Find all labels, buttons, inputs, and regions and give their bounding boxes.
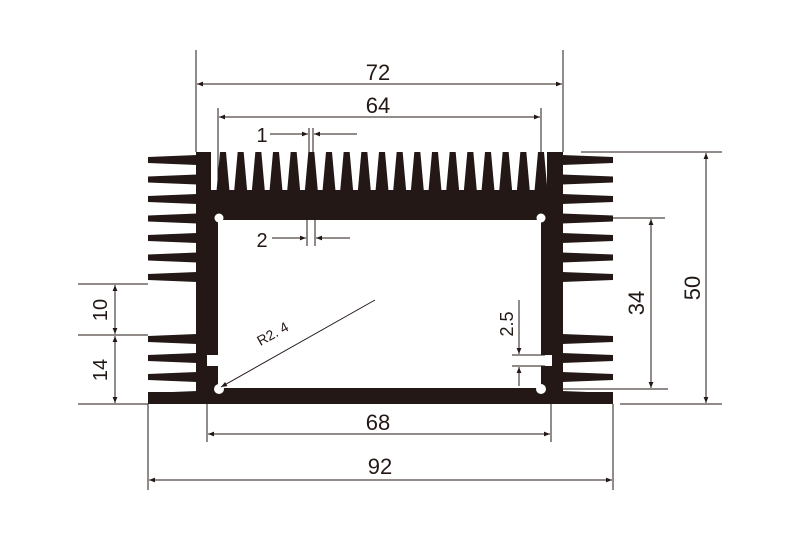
side-fin (562, 353, 613, 363)
side-fin (148, 213, 197, 224)
top-fin (516, 152, 530, 191)
top-fin (269, 152, 283, 191)
top-fin (216, 152, 230, 191)
side-fin (148, 155, 197, 165)
side-fin (148, 334, 197, 344)
side-fin (562, 372, 613, 382)
side-fin (148, 174, 197, 185)
top-fin (304, 152, 318, 191)
top-fins (216, 152, 548, 191)
top-fin (340, 152, 354, 191)
heatsink-body (148, 152, 613, 404)
dim-fin-tip-thickness: 1 (256, 125, 267, 147)
side-fin (148, 391, 197, 401)
dim-overall-height: 50 (680, 276, 705, 300)
side-fin (148, 194, 197, 204)
dim-overall-top-width: 72 (366, 60, 390, 85)
dim-slot-depth: 2.5 (497, 311, 517, 336)
top-fin (375, 152, 389, 191)
left-side-fins (148, 155, 197, 401)
dim-inner-width: 68 (366, 410, 390, 435)
side-fin (562, 391, 613, 401)
top-fin (428, 152, 442, 191)
profile-shell (148, 152, 563, 404)
dim-top-fin-span: 64 (366, 93, 390, 118)
dim-lower-fin-band: 14 (90, 359, 112, 381)
dimension-labels: 72 64 1 2 68 92 10 14 34 50 2.5 R2. 4 (90, 60, 705, 479)
top-fin (251, 152, 265, 191)
base-flange (148, 392, 613, 404)
top-fin (322, 152, 336, 191)
corner-relief-bottom-right (536, 384, 546, 394)
side-fin (562, 233, 613, 243)
dim-fin-root-thickness: 2 (256, 230, 267, 252)
dim-corner-radius: R2. 4 (254, 318, 291, 348)
side-fin (562, 334, 613, 344)
top-fin (393, 152, 407, 191)
side-fin (148, 272, 197, 282)
radius-leader (220, 299, 376, 388)
side-fin (148, 353, 197, 363)
side-fin (148, 252, 197, 263)
top-fin (234, 152, 248, 191)
side-fin (562, 252, 613, 263)
dimension-lines (112, 81, 709, 483)
top-fin (357, 152, 371, 191)
top-fin (499, 152, 513, 191)
corner-relief-bottom-left (214, 384, 224, 394)
side-fin (562, 155, 613, 165)
top-fin (481, 152, 495, 191)
top-fin (446, 152, 460, 191)
right-side-fins (562, 155, 613, 401)
extension-lines (78, 50, 722, 490)
side-fin (562, 272, 613, 282)
top-fin (410, 152, 424, 191)
top-fin (287, 152, 301, 191)
corner-relief-top-left (214, 213, 224, 223)
side-fin (562, 194, 613, 204)
dim-side-fin-gap: 10 (90, 299, 112, 321)
dim-overall-width: 92 (368, 454, 392, 479)
dim-inner-height: 34 (624, 291, 649, 315)
side-fin (148, 372, 197, 382)
top-fin (463, 152, 477, 191)
side-fin (562, 174, 613, 185)
side-fin (148, 233, 197, 243)
corner-relief-top-right (536, 213, 546, 223)
